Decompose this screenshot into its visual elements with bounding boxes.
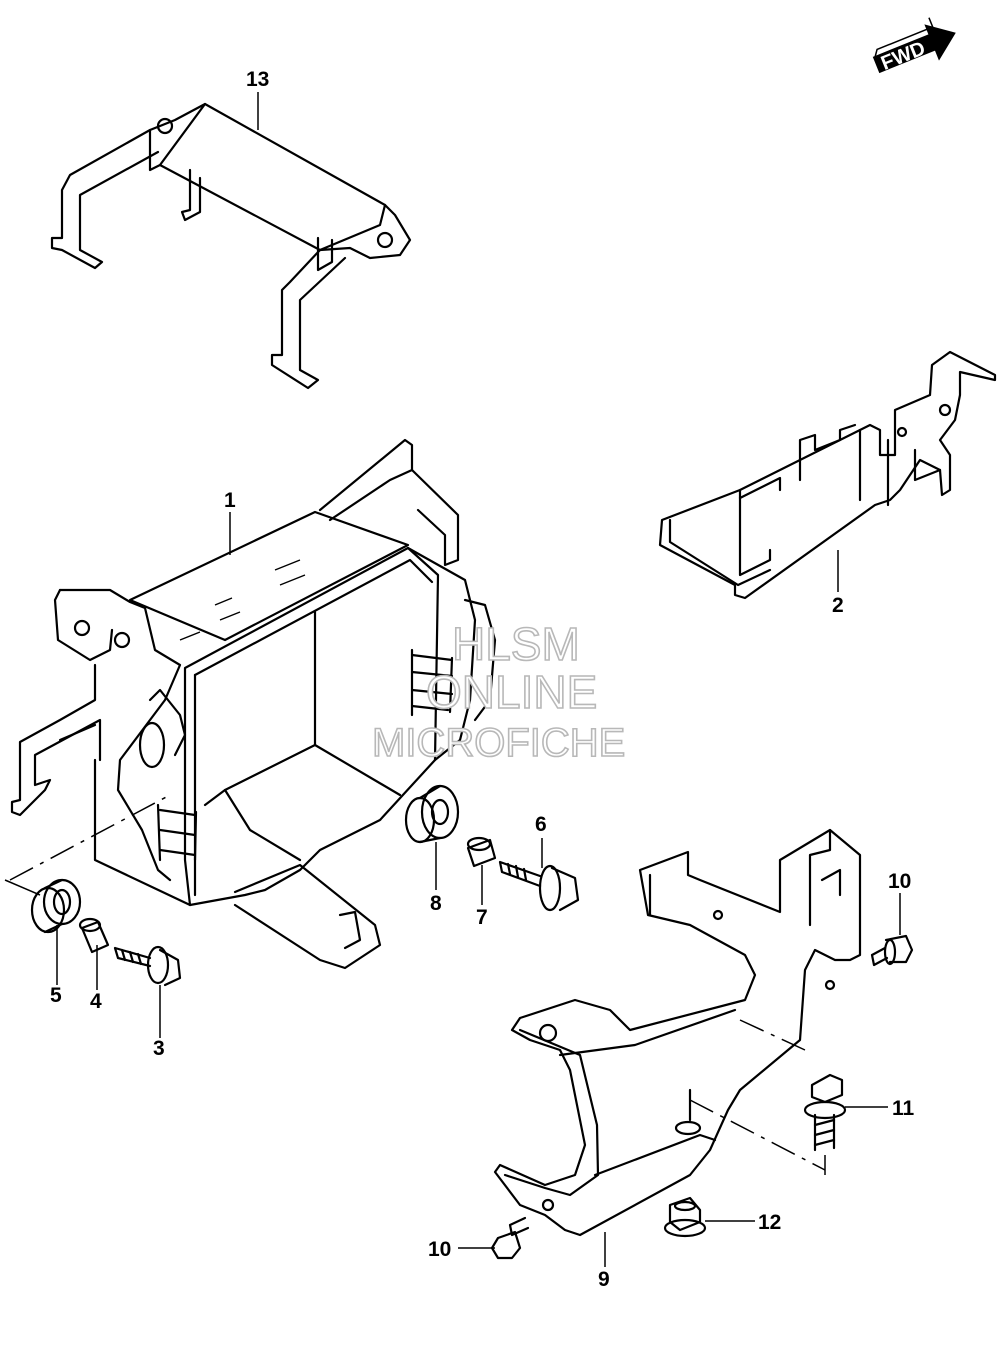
watermark-line-2: ONLINE [426,666,597,718]
callout-8: 8 [430,892,442,915]
part-8-grommet[interactable] [404,784,460,844]
watermark-line-3: MICROFICHE [372,721,625,765]
fwd-badge: FWD [872,17,956,75]
callout-11: 11 [892,1097,915,1120]
part-10-bolt-right[interactable] [870,934,914,967]
part-7-collar[interactable] [466,836,497,868]
bolt-center-line [689,1099,826,1171]
callout-5: 5 [50,984,62,1007]
part-6-bolt[interactable] [498,860,580,912]
fwd-label: FWD [878,37,928,74]
fwd-arrow-icon [872,24,956,74]
callout-9: 9 [598,1268,610,1291]
callout-1: 1 [224,489,236,512]
part-13-cover[interactable] [50,102,412,390]
bracket-center-line [739,1019,806,1051]
mount-line-tick [4,879,41,896]
callout-10-lower: 10 [428,1238,451,1261]
callout-13: 13 [246,68,269,91]
callout-2: 2 [832,594,844,617]
part-12-nut[interactable] [663,1196,707,1238]
mount-center-line [9,794,171,881]
part-5-grommet[interactable] [30,878,82,934]
callout-labels: 13 1 2 5 4 3 6 7 8 10 11 12 9 10 [50,68,915,1291]
callout-10-right: 10 [888,870,911,893]
part-2-bracket[interactable] [658,350,997,600]
watermark: HLSM ONLINE MICROFICHE [371,617,626,766]
part-1-holder[interactable] [10,438,497,970]
callout-4: 4 [90,990,102,1013]
callout-12: 12 [758,1211,781,1234]
callout-3: 3 [153,1037,165,1060]
callout-6: 6 [535,813,547,836]
part-11-bolt[interactable] [803,1073,847,1152]
part-4-collar[interactable] [78,917,110,954]
part-3-bolt[interactable] [113,945,182,987]
leader-lines [56,92,901,1267]
part-9-bracket[interactable] [493,828,862,1237]
callout-7: 7 [476,906,488,929]
watermark-line-1: HLSM [452,618,580,670]
part-10-bolt-lower[interactable] [490,1216,530,1260]
